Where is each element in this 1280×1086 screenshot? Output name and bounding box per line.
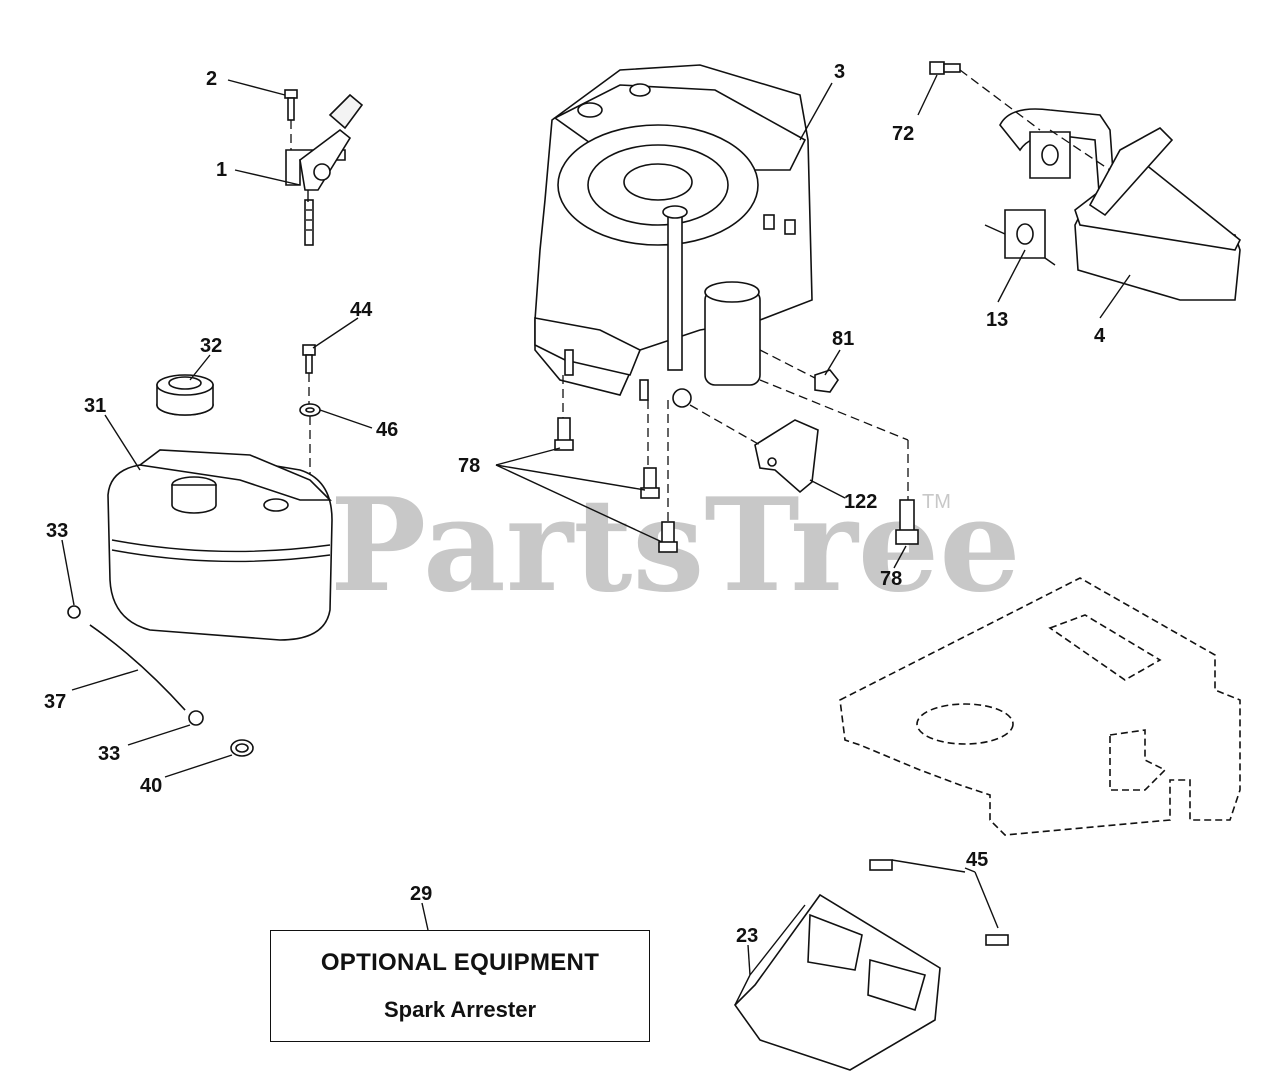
fuel-tank-31	[107, 449, 333, 641]
callout-33-bottom: 33	[98, 743, 120, 765]
frame-plate	[839, 577, 1241, 836]
callout-40: 40	[140, 775, 162, 797]
callout-23: 23	[736, 925, 758, 947]
callout-78-right: 78	[880, 568, 902, 590]
bracket-122	[689, 404, 819, 494]
throttle-control-assembly	[284, 89, 364, 246]
callout-1: 1	[216, 159, 227, 181]
callout-2: 2	[206, 68, 217, 90]
callout-78-left: 78	[458, 455, 480, 477]
engine-illustration	[534, 64, 813, 408]
callout-122: 122	[844, 491, 877, 513]
callout-44: 44	[350, 299, 373, 321]
callout-46: 46	[376, 419, 398, 441]
spark-arrester-plate	[733, 859, 1009, 1071]
callout-29: 29	[410, 883, 432, 905]
callout-labels: 2 1 3 72 13 4 81 122 78 78 44 46 32 31 3…	[44, 61, 1106, 947]
callout-leaders	[61, 74, 1131, 1006]
spark-arrester-label: Spark Arrester	[383, 997, 537, 1022]
callout-31: 31	[84, 395, 106, 417]
callout-81: 81	[832, 328, 854, 350]
fuel-cap-32	[156, 374, 214, 416]
callout-45: 45	[966, 849, 988, 871]
nut-81	[759, 349, 839, 393]
bolts-78	[554, 375, 919, 553]
watermark-trademark: TM	[922, 491, 951, 513]
callout-33-top: 33	[46, 520, 68, 542]
callout-37: 37	[44, 691, 66, 713]
callout-72: 72	[892, 123, 914, 145]
callout-13: 13	[986, 309, 1008, 331]
callout-4: 4	[1094, 325, 1106, 347]
callout-3: 3	[834, 61, 845, 83]
optional-equipment-box: OPTIONAL EQUIPMENT Spark Arrester	[270, 930, 650, 1042]
muffler-assembly	[929, 61, 1242, 301]
fuel-line-assembly	[67, 605, 254, 757]
callout-32: 32	[200, 335, 222, 357]
optional-equipment-title: OPTIONAL EQUIPMENT	[320, 949, 600, 976]
